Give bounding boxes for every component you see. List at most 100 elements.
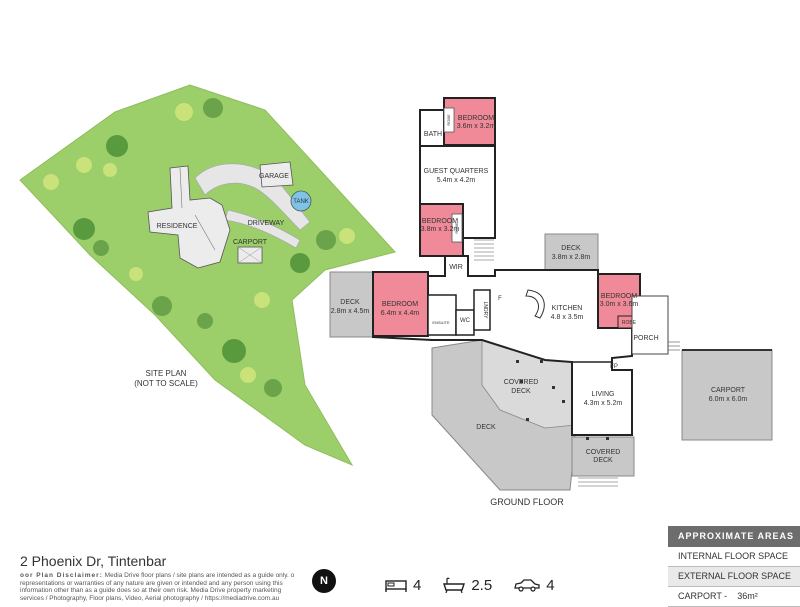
tree-icon: [254, 292, 270, 308]
bathrooms-count: 2.5: [471, 576, 493, 594]
areas-internal: INTERNAL FLOOR SPACE: [668, 547, 800, 567]
robe-right-label: ROBE: [622, 320, 637, 326]
robe-mid-label: ROBE: [454, 222, 459, 234]
kitchen-island: [525, 289, 545, 319]
tree-icon: [290, 253, 310, 273]
covered-deck-small-name2: DECK: [593, 457, 613, 464]
deck-top-name: DECK: [561, 245, 581, 252]
tank-circle: [290, 190, 312, 212]
carport-size: 6.0m x 6.0m: [709, 396, 748, 403]
carport-cross: [237, 246, 263, 264]
fp-label: FP: [610, 364, 618, 370]
tree-icon: [339, 228, 355, 244]
tree-icon: [197, 313, 213, 329]
tree-icon: [203, 98, 223, 118]
living-size: 4.3m x 5.2m: [584, 400, 623, 407]
bedroom-mid-name: BEDROOM: [422, 218, 458, 225]
bedroom-main-room: [372, 271, 429, 337]
driveway-lower: [224, 209, 301, 249]
disclaimer: oor Plan Disclaimer: Media Drive floor p…: [20, 572, 295, 602]
living-name: LIVING: [592, 391, 615, 398]
deck-top-size: 3.8m x 2.8m: [552, 254, 591, 261]
site-carport-label: CARPORT: [233, 239, 268, 246]
covered-deck-name: COVERED: [504, 379, 539, 386]
bedroom-top-size: 3.6m x 3.2m: [457, 123, 496, 130]
tree-icon: [103, 163, 117, 177]
tree-icon: [106, 135, 128, 157]
deck-left-name: DECK: [340, 299, 360, 306]
site-plan: GARAGE TANK RESIDENCE DRIVEWAY CARPORT S…: [19, 84, 396, 467]
ensuite-room: [427, 294, 457, 336]
disclaimer-title: oor Plan Disclaimer:: [20, 572, 103, 579]
robe-mid-room: [451, 213, 463, 243]
robe-small-label: ROBE: [446, 114, 451, 126]
site-garage-label: GARAGE: [259, 173, 289, 180]
deck-posts: [516, 360, 609, 440]
wc-label: WC: [460, 318, 471, 324]
car-icon: [514, 579, 540, 592]
roof-ridge: [179, 167, 183, 209]
lndry-label: LNDRY: [482, 302, 488, 320]
deck-big-label: DECK: [476, 424, 496, 431]
carport-area: [681, 349, 773, 441]
roof-ridge: [194, 214, 216, 251]
covered-deck-small-area: [571, 436, 635, 477]
tree-icon: [76, 157, 92, 173]
bedroom-right-size: 3.0m x 3.6m: [600, 301, 639, 308]
bath-room: [419, 109, 445, 147]
driveway-path: [194, 163, 311, 231]
carport-name: CARPORT: [711, 387, 746, 394]
areas-title: APPROXIMATE AREAS: [668, 526, 800, 547]
floor-plan-diagram: GARAGE TANK RESIDENCE DRIVEWAY CARPORT S…: [19, 84, 773, 507]
bedroom-main-name: BEDROOM: [382, 301, 418, 308]
deck-left-size: 2.8m x 4.5m: [331, 308, 370, 315]
deck-top-area: [544, 233, 599, 275]
site-tank-label: TANK: [293, 199, 309, 205]
kitchen-size: 4.8 x 3.5m: [551, 314, 584, 321]
ensuite-label: ENSUITE: [432, 320, 450, 325]
stairs: [474, 239, 680, 487]
guest-quarters-name: GUEST QUARTERS: [424, 168, 489, 175]
residence-building: [147, 165, 231, 269]
lndry-room: [473, 289, 491, 331]
ground-floor-plan: BEDROOM 3.6m x 3.2m BATH ROBE GUEST QUAR…: [329, 97, 773, 507]
tree-icon: [73, 218, 95, 240]
bedroom-mid-size: 3.8m x 3.2m: [421, 226, 460, 233]
porch-label: PORCH: [633, 335, 658, 342]
areas-carport-value: 36m²: [737, 591, 758, 601]
tree-icon: [240, 367, 256, 383]
areas-carport: CARPORT - 36m²: [668, 587, 800, 607]
areas-carport-label: CARPORT -: [678, 591, 728, 601]
tree-icon: [129, 267, 143, 281]
tree-icon: [152, 296, 172, 316]
property-address: 2 Phoenix Dr, Tintenbar: [20, 553, 167, 569]
garage-building: [259, 161, 294, 188]
floor-label: GROUND FLOOR: [490, 497, 564, 507]
wir-label: WIR: [449, 264, 463, 271]
compass-icon: N: [312, 569, 336, 593]
deck-left-area: [329, 271, 374, 338]
bedroom-right-name: BEDROOM: [601, 293, 637, 300]
disclaimer-text: Media Drive floor plans / site plans are…: [20, 572, 295, 602]
bath-label: BATH: [424, 131, 442, 138]
cars-count: 4: [546, 576, 555, 594]
tree-icon: [93, 240, 109, 256]
bath-icon: [443, 577, 466, 593]
bedroom-top-name: BEDROOM: [458, 115, 494, 122]
areas-external: EXTERNAL FLOOR SPACE: [668, 567, 800, 587]
tree-icon: [222, 339, 246, 363]
porch-room: [631, 295, 669, 355]
tree-icon: [316, 230, 336, 250]
site-plan-title: SITE PLAN: [146, 369, 187, 378]
covered-deck-small-name: COVERED: [586, 449, 621, 456]
tree-icon: [43, 174, 59, 190]
tree-icon: [175, 103, 193, 121]
covered-deck-name2: DECK: [511, 388, 531, 395]
kitchen-name: KITCHEN: [552, 305, 583, 312]
property-stats: 4 2.5 4: [385, 574, 571, 596]
lawn-area: [19, 84, 396, 467]
bedrooms-count: 4: [413, 576, 422, 594]
site-residence-label: RESIDENCE: [157, 223, 198, 230]
tree-icon: [264, 379, 282, 397]
guest-quarters-size: 5.4m x 4.2m: [437, 177, 476, 184]
